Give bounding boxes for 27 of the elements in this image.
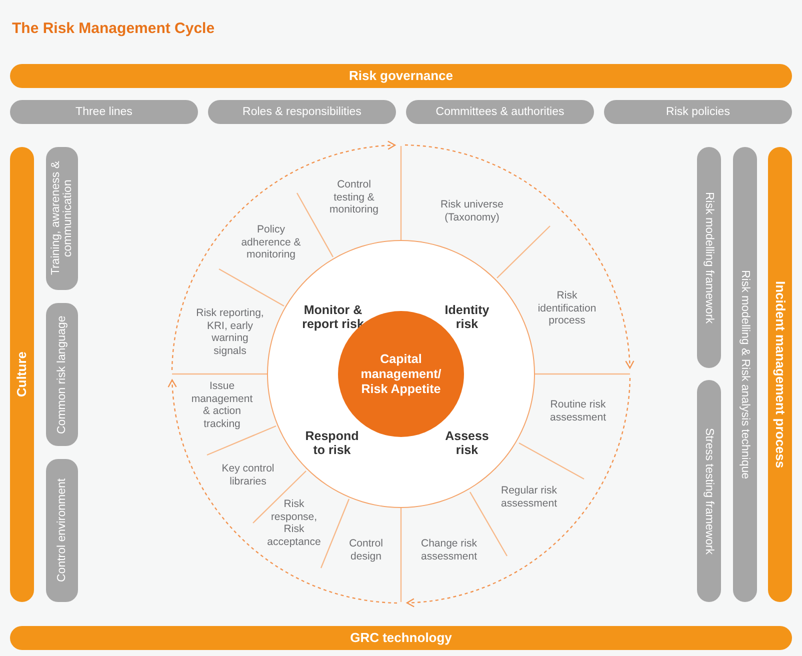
activity-label: Risk reporting, KRI, early warning signals xyxy=(195,307,265,357)
topic-pill: Stress testing framework xyxy=(697,380,721,602)
governance-bar: Risk governance xyxy=(10,64,792,88)
activity-label: Control design xyxy=(348,538,384,562)
topic-pill: Roles & responsibilities xyxy=(208,100,396,124)
topic-pill: Three lines xyxy=(10,100,198,124)
diagram-title: The Risk Management Cycle xyxy=(12,20,215,37)
culture-bar: Culture xyxy=(10,147,34,602)
topic-pill: Control environment xyxy=(46,459,78,602)
activity-label: Risk identification process xyxy=(536,289,598,327)
topic-pill: Common risk language xyxy=(46,303,78,446)
activity-label: Change risk assessment xyxy=(420,538,478,562)
activity-label: Issue management & action tracking xyxy=(191,380,253,430)
technology-bar: GRC technology xyxy=(10,626,792,650)
activity-label: Policy adherence & monitoring xyxy=(240,223,302,261)
topic-pill: Risk modelling & Risk analysis technique xyxy=(733,147,757,602)
activity-label: Routine risk assessment xyxy=(548,398,608,424)
activity-label: Risk response, Risk acceptance xyxy=(266,498,322,548)
activity-label: Regular risk assessment xyxy=(500,484,558,510)
topic-pill: Risk policies xyxy=(604,100,792,124)
activity-label: Key control libraries xyxy=(220,462,276,488)
activity-label: Risk universe (Taxonomy) xyxy=(439,198,505,224)
activity-label: Control testing & monitoring xyxy=(328,178,380,216)
incident-bar: Incident management process xyxy=(768,147,792,602)
topic-pill: Committees & authorities xyxy=(406,100,594,124)
topic-pill: Training, awareness & communication xyxy=(46,147,78,290)
topic-pill: Risk modelling framework xyxy=(697,147,721,368)
